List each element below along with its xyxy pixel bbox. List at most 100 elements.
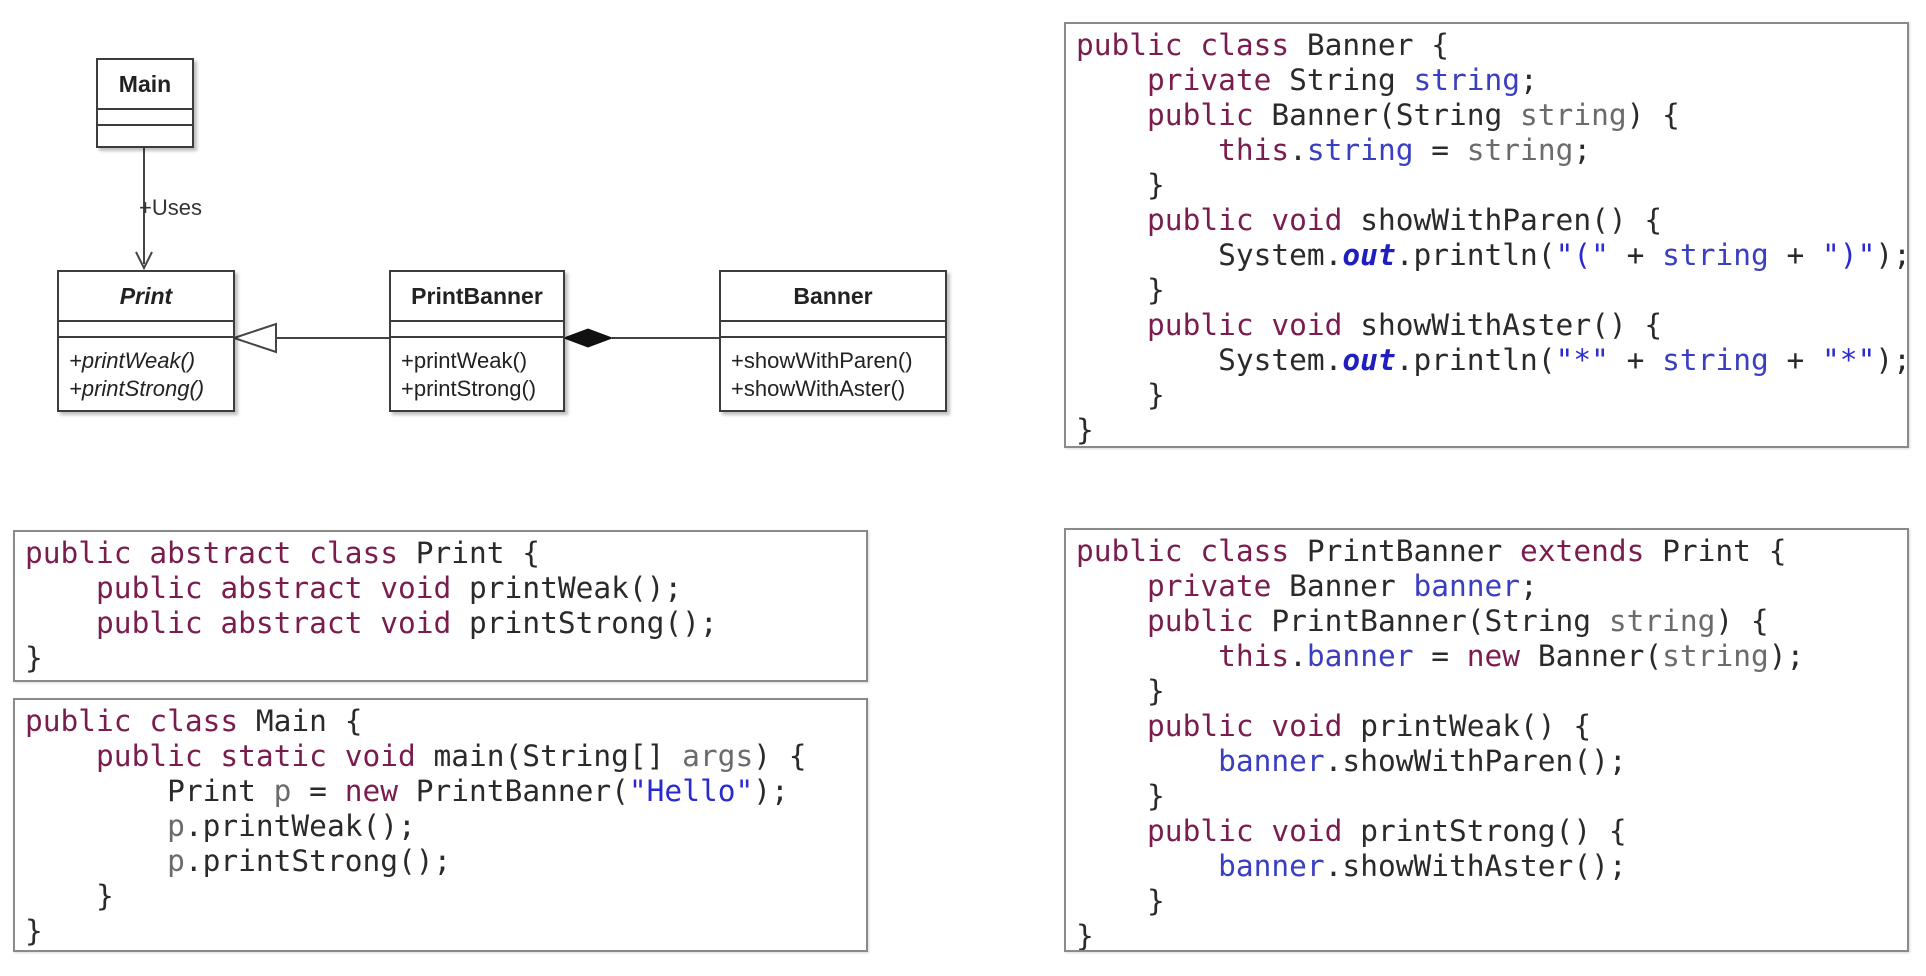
code-text [1076,604,1147,638]
operation: +printStrong() [69,376,205,401]
field: string [1413,63,1521,97]
code-line: this.string = string; [1076,133,1907,168]
code-text: = [1413,639,1467,673]
code-text [25,809,167,843]
keyword: public void [1147,203,1361,237]
code-text: Banner(String [1271,98,1521,132]
code-text: printWeak() { [1360,709,1592,743]
code-line: public void showWithAster() { [1076,308,1907,343]
code-text: System. [1076,343,1343,377]
code-text: Banner( [1537,639,1663,673]
variable: args [682,739,754,773]
class-name-printbanner: PrintBanner [391,272,563,322]
operations-compartment: +printWeak() +printStrong() [391,338,563,409]
field: string [1662,343,1769,377]
field: banner [1218,744,1325,778]
keyword: extends [1520,534,1663,568]
attributes-compartment [59,322,233,338]
string-literal: "*" [1555,343,1609,377]
code-line: Print p = new PrintBanner("Hello"); [25,774,866,809]
variable: string [1520,98,1627,132]
code-text: .showWithAster(); [1324,849,1627,883]
code-text: showWithParen() { [1360,203,1663,237]
keyword: public [1147,604,1272,638]
code-panel-main: public class Main { public static void m… [13,698,868,952]
code-text [1076,203,1147,237]
code-text: ) { [1715,604,1769,638]
keyword: public void [1147,814,1361,848]
variable: p [273,774,292,808]
code-line: public class Banner { [1076,28,1907,63]
attributes-compartment [721,322,945,338]
code-text: ); [1875,343,1909,377]
class-name-print: Print [59,272,233,322]
code-text [1076,814,1147,848]
code-text [1076,308,1147,342]
keyword: public class [25,704,256,738]
code-text: ; [1520,63,1538,97]
operation: +showWithAster() [731,376,906,401]
code-line: } [1076,779,1907,814]
code-text: } [1076,168,1165,202]
field: banner [1218,849,1325,883]
keyword: this [1218,639,1290,673]
code-text: PrintBanner( [415,774,629,808]
code-line: public abstract void printStrong(); [25,606,866,641]
code-text: Main { [255,704,363,738]
keyword: private [1147,569,1290,603]
operations-compartment: +printWeak() +printStrong() [59,338,233,409]
code-text: + [1768,238,1823,272]
code-text: } [1076,884,1165,918]
code-text: ; [1520,569,1538,603]
code-text: printStrong() { [1360,814,1627,848]
code-line: } [1076,168,1907,203]
code-text [1076,98,1147,132]
code-line: } [1076,919,1907,950]
code-line: public class Main { [25,704,866,739]
code-line: public void printStrong() { [1076,814,1907,849]
code-text: . [1289,639,1307,673]
variable: p [167,844,185,878]
code-line: } [1076,884,1907,919]
string-literal: "Hello" [628,774,754,808]
code-text: .showWithParen(); [1324,744,1627,778]
code-text: } [1076,674,1165,708]
code-line: this.banner = new Banner(string); [1076,639,1907,674]
string-literal: "(" [1555,238,1609,272]
keyword: this [1218,133,1290,167]
code-line: } [1076,273,1907,308]
code-text: PrintBanner [1306,534,1521,568]
class-name-main: Main [98,60,192,110]
code-line: private String string; [1076,63,1907,98]
keyword: private [1147,63,1290,97]
code-text [1076,133,1218,167]
code-text: ); [1875,238,1909,272]
code-text: } [1076,273,1165,307]
keyword: public abstract void [96,571,470,605]
code-panel-print: public abstract class Print { public abs… [13,530,868,682]
attributes-compartment [98,110,192,126]
code-text: printStrong(); [469,606,718,640]
code-line: public PrintBanner(String string) { [1076,604,1907,639]
code-text: + [1608,343,1663,377]
code-line: } [1076,378,1907,413]
code-text: System. [1076,238,1343,272]
static-field: out [1342,343,1396,377]
code-text: + [1768,343,1823,377]
code-text [1076,63,1147,97]
code-text: Print { [1662,534,1787,568]
code-text: Print { [415,536,541,570]
code-line: } [1076,674,1907,709]
string-literal: ")" [1822,238,1876,272]
generalization-arrowhead [230,322,277,354]
operation: +printStrong() [401,376,537,401]
code-text [25,571,96,605]
code-line: System.out.println("(" + string + ")"); [1076,238,1907,273]
keyword: public void [1147,308,1361,342]
code-text: PrintBanner(String [1271,604,1609,638]
code-text: } [1076,413,1094,447]
code-text: .println( [1395,343,1556,377]
code-text [1076,639,1218,673]
code-text: } [25,914,43,948]
static-field: out [1342,238,1396,272]
